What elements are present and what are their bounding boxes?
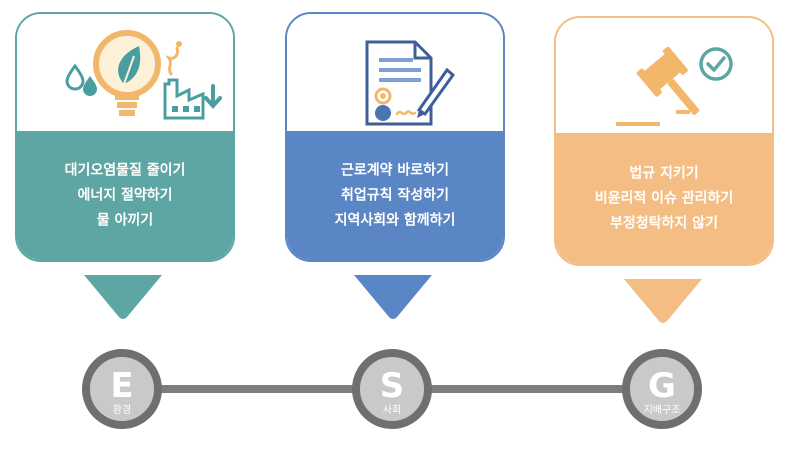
card-environment: 대기오염물질 줄이기 에너지 절약하기 물 아끼기 [15, 12, 235, 262]
card-governance: 법규 지키기 비윤리적 이슈 관리하기 부정청탁하지 않기 [554, 16, 774, 266]
environment-line-2: 에너지 절약하기 [77, 187, 173, 203]
node-governance-letter: G [648, 366, 676, 406]
card-environment-top [17, 14, 233, 131]
environment-line-3: 물 아끼기 [96, 212, 154, 228]
environment-line-1: 대기오염물질 줄이기 [64, 162, 186, 178]
node-social: S 사회 [352, 349, 432, 429]
gavel-check-icon [616, 46, 733, 126]
card-social-body: 근로계약 바로하기 취업규칙 작성하기 지역사회와 함께하기 [287, 131, 503, 260]
node-environment: E 환경 [82, 349, 162, 429]
node-environment-label: 환경 [112, 405, 132, 416]
node-governance: G 지배구조 [622, 349, 702, 429]
node-social-letter: S [379, 366, 405, 406]
card-environment-body: 대기오염물질 줄이기 에너지 절약하기 물 아끼기 [17, 131, 233, 260]
connector-s-g [428, 385, 624, 393]
arrow-social [354, 275, 432, 319]
governance-line-3: 부정청탁하지 않기 [610, 215, 718, 231]
environment-icon [65, 30, 222, 120]
node-governance-label: 지배구조 [643, 405, 681, 416]
arrow-environment [84, 275, 162, 319]
arrow-governance [624, 279, 702, 323]
governance-line-1: 법규 지키기 [629, 165, 699, 181]
card-social-top [287, 14, 503, 131]
card-governance-top [556, 18, 772, 133]
card-social: 근로계약 바로하기 취업규칙 작성하기 지역사회와 함께하기 [285, 12, 505, 262]
connector-e-s [158, 385, 354, 393]
card-governance-body: 법규 지키기 비윤리적 이슈 관리하기 부정청탁하지 않기 [556, 133, 772, 264]
social-line-1: 근로계약 바로하기 [341, 162, 449, 178]
contract-icon [365, 40, 456, 126]
node-social-label: 사회 [382, 405, 402, 416]
node-environment-letter: E [110, 366, 134, 406]
governance-line-2: 비윤리적 이슈 관리하기 [594, 190, 734, 206]
social-line-3: 지역사회와 함께하기 [334, 212, 456, 228]
social-line-2: 취업규칙 작성하기 [341, 187, 449, 203]
